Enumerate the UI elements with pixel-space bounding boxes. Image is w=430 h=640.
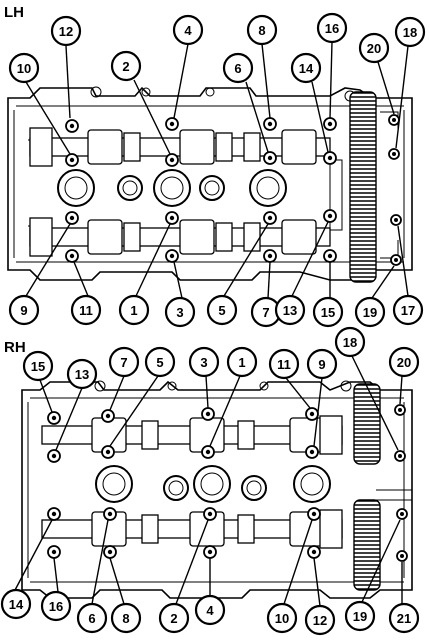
lh-callout: 6: [222, 52, 254, 84]
rh-callout: 9: [306, 348, 338, 380]
rh-lower-camshaft: [41, 509, 343, 549]
rh-callout: 19: [344, 600, 376, 632]
rh-callout-label: 5: [156, 355, 163, 370]
lh-callout: 2: [110, 50, 142, 82]
rh-callout: 12: [304, 604, 336, 636]
rh-callout-label: 6: [88, 611, 95, 626]
lh-callout: 10: [8, 52, 40, 84]
rh-callout-label: 20: [397, 355, 411, 370]
lh-callout-label: 14: [299, 61, 314, 76]
lh-callout-label: 15: [321, 305, 335, 320]
lh-callout-label: 2: [122, 59, 129, 74]
lh-bolts: [65, 114, 402, 266]
rh-callout: 8: [110, 602, 142, 634]
lh-callout: 18: [394, 16, 426, 48]
lh-timing-sprocket: [329, 91, 377, 283]
lh-callout: 19: [354, 296, 386, 328]
rh-timing-sprocket: [353, 383, 381, 591]
rh-callout-label: 3: [200, 355, 207, 370]
rh-callout-label: 19: [353, 609, 367, 624]
rh-callout-label: 18: [343, 335, 357, 350]
rh-callout-label: 4: [206, 603, 214, 618]
lh-callout: 1: [118, 294, 150, 326]
lh-callout-label: 10: [17, 61, 31, 76]
lh-callout-label: 5: [218, 303, 225, 318]
lh-callout-label: 11: [79, 303, 93, 318]
lh-callout: 17: [392, 294, 424, 326]
rh-leader-lines: [13, 355, 403, 607]
rh-callout-label: 12: [313, 613, 327, 628]
rh-callout-label: 15: [31, 359, 45, 374]
lh-lower-camshaft: [29, 217, 331, 257]
rh-callout-label: 13: [75, 367, 89, 382]
rh-callout: 15: [22, 350, 54, 382]
lh-leader-lines: [25, 41, 409, 299]
lh-callout: 15: [312, 296, 344, 328]
lh-callout: 3: [164, 296, 196, 328]
rh-callout: 6: [76, 602, 108, 634]
rh-upper-camshaft: [41, 415, 343, 455]
rh-callout: 1: [226, 346, 258, 378]
rh-callout-label: 11: [277, 357, 291, 372]
lh-callout-label: 13: [283, 303, 297, 318]
rh-callout-label: 1: [238, 355, 245, 370]
lh-callout-label: 17: [401, 303, 415, 318]
lh-callout-label: 19: [363, 305, 377, 320]
lh-callout: 7: [250, 296, 282, 328]
lh-callout: 20: [358, 32, 390, 64]
lh-callout-label: 18: [403, 25, 417, 40]
rh-bolts: [47, 404, 408, 562]
lh-callout-label: 16: [325, 21, 339, 36]
lh-callout-label: 9: [20, 303, 27, 318]
lh-callout-label: 20: [367, 41, 381, 56]
rh-callout: 5: [144, 346, 176, 378]
lh-callout: 16: [316, 12, 348, 44]
lh-callout: 8: [246, 14, 278, 46]
rh-callout-label: 10: [275, 611, 289, 626]
rh-callout-label: 16: [49, 599, 63, 614]
lh-callout-label: 12: [59, 24, 73, 39]
lh-callout: 4: [172, 14, 204, 46]
rh-callout: 2: [158, 602, 190, 634]
lh-section-label: LH: [4, 4, 24, 21]
rh-callout: 3: [188, 346, 220, 378]
lh-callout: 9: [8, 294, 40, 326]
lh-callout-label: 6: [234, 61, 241, 76]
rh-callout: 7: [108, 346, 140, 378]
rh-callout: 14: [0, 588, 32, 620]
lh-callout-label: 4: [184, 23, 192, 38]
rh-section-label: RH: [4, 339, 26, 356]
rh-callout: 10: [266, 602, 298, 634]
lh-callout: 13: [274, 294, 306, 326]
lh-callout-label: 3: [176, 305, 183, 320]
lh-plug-wells: [57, 169, 287, 207]
rh-callout-label: 21: [397, 611, 411, 626]
rh-callout: 11: [268, 348, 300, 380]
rh-callout-label: 2: [170, 611, 177, 626]
rh-callout-label: 7: [120, 355, 127, 370]
lh-callout: 11: [70, 294, 102, 326]
rh-callout-label: 8: [122, 611, 129, 626]
rh-callout: 20: [388, 346, 420, 378]
lh-callout-label: 8: [258, 23, 265, 38]
lh-callout: 14: [290, 52, 322, 84]
lh-callout-label: 7: [262, 305, 269, 320]
rh-callout: 16: [40, 590, 72, 622]
lh-callout-label: 1: [130, 303, 137, 318]
rh-callout: 18: [334, 326, 366, 358]
lh-section: LH: [4, 4, 426, 328]
rh-callout: 4: [194, 594, 226, 626]
rh-plug-wells: [95, 465, 331, 503]
lh-callout: 12: [50, 15, 82, 47]
rh-callout-label: 9: [318, 357, 325, 372]
rh-callout-label: 14: [9, 597, 24, 612]
rh-callout: 21: [388, 602, 420, 634]
lh-callout: 5: [206, 294, 238, 326]
lh-upper-camshaft: [29, 127, 331, 167]
rh-head-outline: [21, 380, 413, 599]
rh-section: RH: [0, 326, 420, 636]
rh-callout: 13: [66, 358, 98, 390]
